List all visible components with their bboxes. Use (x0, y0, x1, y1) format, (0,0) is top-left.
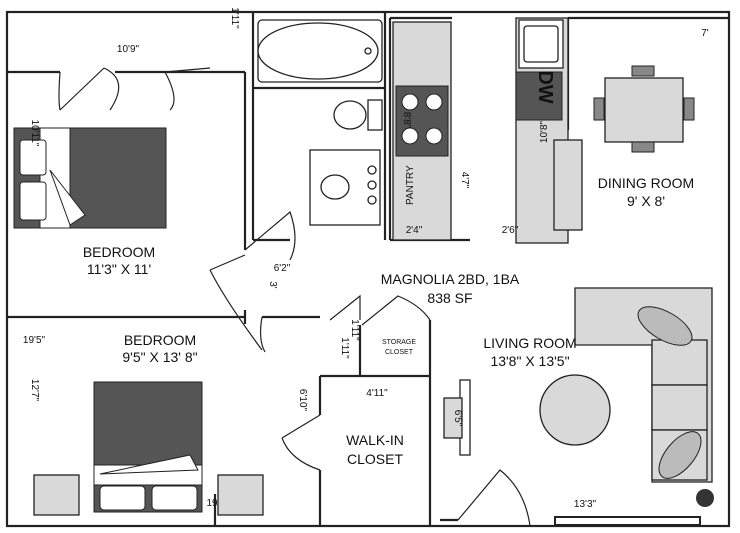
bedroom2-name: BEDROOM (124, 332, 196, 348)
bedroom1-name: BEDROOM (83, 244, 155, 260)
dim-19: 19 (206, 498, 218, 509)
bedroom1-size: 11'3" X 11' (87, 261, 151, 277)
bedroom2-size: 9'5" X 13' 8" (122, 349, 197, 365)
storage-line1: STORAGE (382, 339, 416, 346)
plan-area: 838 SF (427, 290, 472, 306)
dining-table (593, 65, 695, 153)
dim-1-11-top: 1'11" (229, 7, 240, 29)
dim-10-9: 10'9" (117, 44, 140, 55)
dim-8-8: 8'8" (401, 112, 412, 129)
bed-bottom-left (33, 381, 264, 516)
living-size: 13'8" X 13'5" (490, 353, 569, 369)
dim-6-2: 6'2" (274, 263, 291, 274)
doors (58, 67, 531, 527)
bathroom-fixtures (257, 19, 383, 226)
dim-4-11: 4'11" (366, 388, 388, 399)
dining-size: 9' X 8' (627, 193, 665, 209)
dim-2-4: 2'4" (406, 225, 423, 236)
dim-1-11-b: 1'11" (349, 319, 360, 341)
dining-name: DINING ROOM (598, 175, 694, 191)
bed-top-left (13, 127, 167, 229)
nightstand-left (33, 474, 80, 516)
nightstand-right (217, 474, 264, 516)
dim-3: 3' (267, 281, 278, 289)
walkin-line2: CLOSET (347, 451, 403, 467)
kitchen-fixtures (392, 17, 583, 244)
dishwasher-label: DW (534, 70, 556, 103)
plan-title: MAGNOLIA 2BD, 1BA (381, 271, 520, 287)
pantry-label: PANTRY (405, 165, 416, 205)
dim-12-7: 12'7" (29, 379, 40, 402)
dim-6-5: 6'5" (452, 410, 463, 427)
dim-19-5: 19'5" (23, 335, 46, 346)
dim-7: 7' (701, 28, 709, 39)
dim-4-7: 4'7" (459, 172, 470, 189)
living-name: LIVING ROOM (483, 335, 576, 351)
living-furniture (443, 287, 714, 526)
dim-13-3: 13'3" (574, 499, 597, 510)
dim-10-11: 10'11" (29, 120, 40, 147)
dim-2-6: 2'6" (502, 225, 519, 236)
dim-1-11-a: 1'11" (339, 337, 350, 359)
walkin-line1: WALK-IN (346, 432, 404, 448)
dim-10-8: 10'8" (539, 120, 550, 143)
storage-line2: CLOSET (385, 349, 414, 356)
dim-6-10: 6'10" (297, 389, 308, 412)
